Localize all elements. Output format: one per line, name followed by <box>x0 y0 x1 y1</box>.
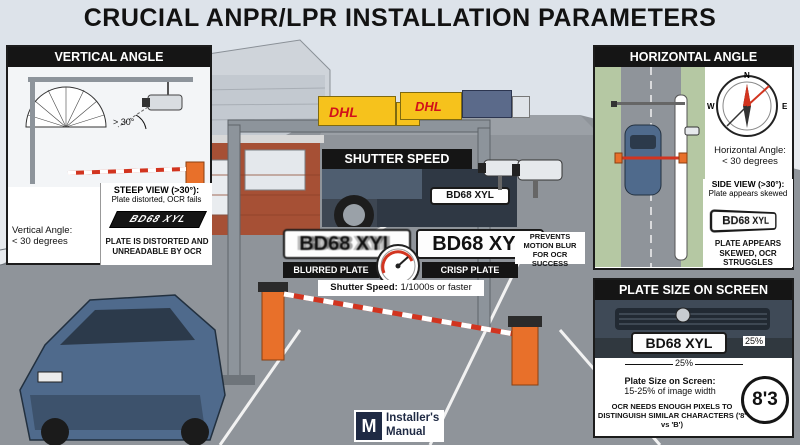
logo-line-1: Installer's <box>386 412 440 424</box>
motion-note: PREVENTS MOTION BLUR FOR OCR SUCCESS <box>515 232 585 268</box>
steep-view-title: STEEP VIEW (>30°): <box>113 185 200 195</box>
steep-view-desc: Plate distorted, OCR fails <box>111 195 202 204</box>
zoom-characters: 8'3 <box>752 389 778 410</box>
dhl-logo: DHL <box>415 99 442 114</box>
distorted-plate: BD68 XYL <box>109 211 207 228</box>
grey-truck <box>462 90 512 118</box>
crisp-caption: CRISP PLATE <box>422 262 518 278</box>
compass-e-label: E <box>782 102 788 111</box>
vertical-rule: Vertical Angle: < 30 degrees <box>12 225 100 247</box>
car-front-closeup <box>322 169 422 227</box>
car-plate: BD68 XYL <box>430 187 510 205</box>
compass-w-label: W <box>707 102 715 111</box>
side-view-box: SIDE VIEW (>30°): Plate appears skewed B… <box>703 179 793 267</box>
plate-size-header: PLATE SIZE ON SCREEN <box>595 280 792 300</box>
distorted-caption: PLATE IS DISTORTED AND UNREADABLE BY OCR <box>105 237 209 256</box>
plate-size-panel: PLATE SIZE ON SCREEN BD68 XYL 25% 25% Pl… <box>593 278 794 438</box>
logo-line-2: Manual <box>386 426 426 438</box>
shutter-rule-value: 1/1000s or faster <box>400 282 472 293</box>
horizontal-angle-header: HORIZONTAL ANGLE <box>595 47 792 67</box>
plate-size-rule-label: Plate Size on Screen: <box>624 376 716 386</box>
blue-suv <box>19 294 226 445</box>
skewed-plate: BD68 XYL <box>709 209 777 233</box>
dhl-logo: DHL <box>329 104 358 120</box>
barrier-rear <box>258 282 521 361</box>
steep-view-box: STEEP VIEW (>30°): Plate distorted, OCR … <box>100 183 212 265</box>
compass-icon <box>716 75 778 137</box>
plate-size-note: OCR NEEDS ENOUGH PIXELS TO DISTINGUISH S… <box>597 402 747 429</box>
page-title: CRUCIAL ANPR/LPR INSTALLATION PARAMETERS <box>83 4 717 32</box>
truck-cab-3 <box>512 96 530 118</box>
barrier-front <box>508 316 542 386</box>
size-plate: BD68 XYL <box>631 332 727 354</box>
skewed-caption: PLATE APPEARS SKEWED, OCR STRUGGLES <box>714 239 782 268</box>
side-view-title: SIDE VIEW (>30°): <box>711 179 785 189</box>
anpr-cameras <box>478 159 563 198</box>
dhl-truck-1: DHL <box>318 96 396 126</box>
horizontal-rule-label: Horizontal Angle: <box>714 145 786 156</box>
angle-marker-label: > 30° <box>113 117 135 127</box>
top-down-road <box>595 67 705 267</box>
horizontal-angle-panel: HORIZONTAL ANGLE N W E Horizontal Angle:… <box>593 45 794 270</box>
compass-n-label: N <box>744 71 750 80</box>
side-view-desc: Plate appears skewed <box>708 189 788 198</box>
logo-mark: M <box>356 412 382 440</box>
plate-size-rule: Plate Size on Screen: 15-25% of image wi… <box>595 376 745 396</box>
installers-manual-logo: M Installer's Manual <box>354 410 444 442</box>
shutter-rule-label: Shutter Speed: <box>330 282 398 293</box>
vertical-rule-label: Vertical Angle: <box>12 225 73 236</box>
vertical-angle-panel: VERTICAL ANGLE > 30° STEEP VIEW (>30°): … <box>6 45 212 265</box>
horizontal-rule-value: < 30 degrees <box>722 156 778 167</box>
horizontal-rule: Horizontal Angle: < 30 degrees <box>705 145 795 167</box>
zoom-magnifier: 8'3 <box>741 376 789 424</box>
blurred-caption: BLURRED PLATE <box>283 262 379 278</box>
vertical-rule-value: < 30 degrees <box>12 236 68 247</box>
plate-size-rule-value: 15-25% of image width <box>624 386 716 396</box>
height-percent-label: 25% <box>743 336 766 346</box>
vertical-angle-header: VERTICAL ANGLE <box>8 47 210 67</box>
width-percent-label: 25% <box>673 358 696 368</box>
warehouse-building <box>194 39 331 136</box>
shutter-speed-header: SHUTTER SPEED <box>322 149 472 169</box>
gatehouse <box>198 135 324 235</box>
car-wheel <box>322 169 422 227</box>
vertical-angle-illustration <box>8 67 210 187</box>
dhl-truck-2: DHL <box>400 92 462 120</box>
shutter-rule: Shutter Speed: 1/1000s or faster <box>318 280 484 296</box>
